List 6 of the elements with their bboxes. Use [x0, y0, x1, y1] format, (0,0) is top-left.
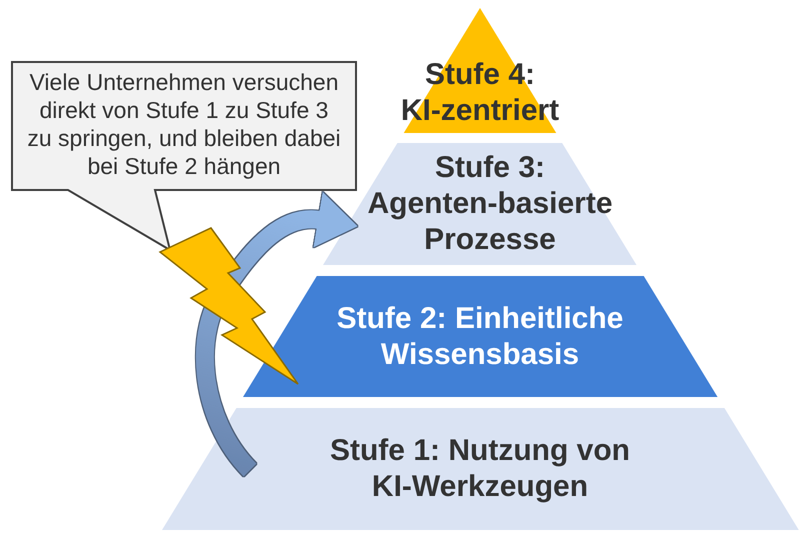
tier-label: Stufe 2: Einheitliche Wissensbasis	[336, 300, 624, 372]
pyramid-tier	[162, 408, 798, 530]
tier-label: Stufe 3: Agenten-basierte Prozesse	[366, 150, 614, 258]
tier-label: Stufe 1: Nutzung von KI-Werkzeugen	[328, 433, 631, 505]
pyramid-tier	[242, 276, 718, 397]
callout-text: Viele Unternehmen versuchen direkt von Stufe 1 zu Stufe 3 zu springen, und bleiben dabei bei Stufe 2 hängen	[26, 68, 342, 180]
